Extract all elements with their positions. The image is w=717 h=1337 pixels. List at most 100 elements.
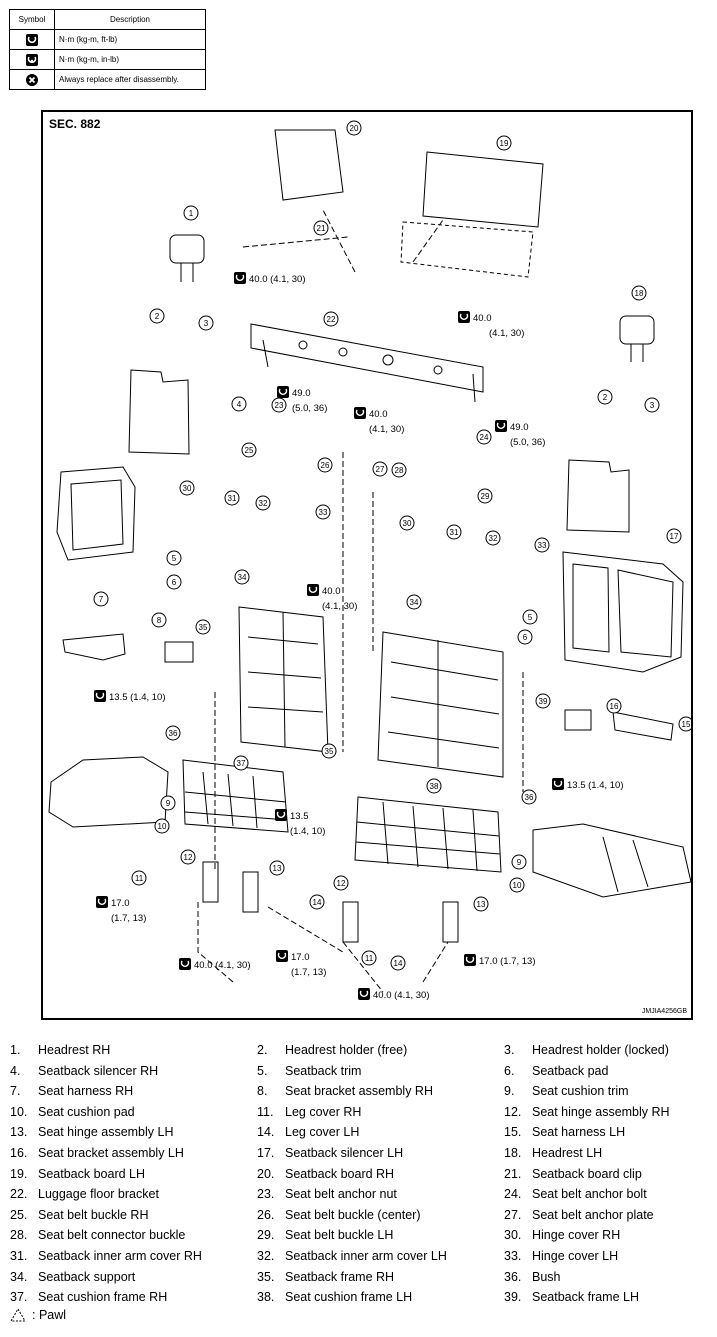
parts-list-item: 5.Seatback trim bbox=[257, 1061, 504, 1082]
svg-text:(1.4, 10): (1.4, 10) bbox=[290, 826, 325, 837]
part-label: Seatback inner arm cover LH bbox=[285, 1248, 447, 1263]
callout-11: 11 bbox=[361, 950, 377, 966]
torque-icon bbox=[494, 419, 508, 433]
part-label: Seat belt buckle RH bbox=[38, 1207, 149, 1222]
part-label: Seatback silencer RH bbox=[38, 1063, 159, 1078]
part-label: Hinge cover LH bbox=[532, 1248, 619, 1263]
part-number: 30. bbox=[504, 1228, 522, 1243]
luggage-floor-bracket-shape bbox=[250, 323, 484, 393]
torque-label-t40_mid_b: (4.1, 30) bbox=[369, 424, 404, 435]
part-number: 26. bbox=[257, 1207, 275, 1222]
parts-list-item: 15.Seat harness LH bbox=[504, 1122, 710, 1143]
svg-text:49.0: 49.0 bbox=[510, 422, 529, 433]
svg-text:9: 9 bbox=[166, 799, 171, 808]
part-number: 21. bbox=[504, 1166, 522, 1181]
torque-label-t40_right_a: 40.0 bbox=[457, 310, 492, 324]
svg-text:2: 2 bbox=[155, 312, 160, 321]
part-number: 5. bbox=[257, 1063, 268, 1078]
torque-icon bbox=[95, 895, 109, 909]
svg-text:5: 5 bbox=[528, 613, 533, 622]
part-number: 10. bbox=[10, 1104, 28, 1119]
torque-icon bbox=[551, 777, 565, 791]
part-label: Seat cushion trim bbox=[532, 1084, 629, 1099]
torque-label-t40_right_b: (4.1, 30) bbox=[489, 328, 524, 339]
diagram-drawing: 1234567891011121314151617181920212223242… bbox=[48, 120, 691, 1001]
callout-12: 12 bbox=[333, 875, 349, 891]
part-number: 20. bbox=[257, 1166, 275, 1181]
legend-header-symbol: Symbol bbox=[9, 9, 55, 30]
parts-list-item: 23.Seat belt anchor nut bbox=[257, 1184, 504, 1205]
part-number: 9. bbox=[504, 1084, 515, 1099]
parts-list-item: 35. Seatback frame RH bbox=[257, 1267, 504, 1288]
callout-36: 36 bbox=[521, 789, 537, 805]
callout-14: 14 bbox=[309, 894, 325, 910]
seat-cushion-lh-shape bbox=[532, 823, 691, 898]
torque-icon bbox=[275, 949, 289, 963]
svg-text:(1.7, 13): (1.7, 13) bbox=[111, 913, 146, 924]
callout-24: 24 bbox=[476, 429, 492, 445]
svg-text:12: 12 bbox=[184, 853, 193, 862]
callout-13: 13 bbox=[473, 896, 489, 912]
callout-25: 25 bbox=[241, 442, 257, 458]
parts-list-item: 32.Seatback inner arm cover LH bbox=[257, 1246, 504, 1267]
callout-36: 36 bbox=[165, 725, 181, 741]
callout-13: 13 bbox=[269, 860, 285, 876]
torque-label-t40_bottom_left: 40.0 (4.1, 30) bbox=[178, 957, 251, 971]
part-label: Leg cover RH bbox=[285, 1104, 362, 1119]
part-label: Hinge cover RH bbox=[532, 1228, 621, 1243]
torque-icon bbox=[93, 689, 107, 703]
svg-text:40.0: 40.0 bbox=[369, 409, 388, 420]
svg-text:29: 29 bbox=[481, 492, 490, 501]
parts-list-item: 36.Bush bbox=[504, 1267, 710, 1288]
svg-text:37: 37 bbox=[237, 759, 246, 768]
part-number: 33. bbox=[504, 1248, 522, 1263]
legend-desc-torque-ft: N·m (kg-m, ft-lb) bbox=[54, 29, 206, 50]
part-number: 37. bbox=[10, 1290, 28, 1305]
part-label: Seat belt anchor plate bbox=[532, 1207, 654, 1222]
seatback-board-rh-shape bbox=[274, 129, 344, 201]
svg-text:40.0 (4.1, 30): 40.0 (4.1, 30) bbox=[194, 960, 251, 971]
torque-label-t40_center_a: 40.0 bbox=[306, 583, 341, 597]
torque-label-t40_mid_a: 40.0 bbox=[353, 406, 388, 420]
part-label: Seat cushion frame LH bbox=[285, 1290, 413, 1305]
part-label: Seat belt buckle (center) bbox=[285, 1207, 421, 1222]
part-number: 17. bbox=[257, 1145, 275, 1160]
torque-small-icon bbox=[26, 53, 38, 66]
parts-list-item: 2.Headrest holder (free) bbox=[257, 1040, 504, 1061]
svg-text:17: 17 bbox=[670, 532, 679, 541]
parts-list-item: 20. Seatback board RH bbox=[257, 1164, 504, 1185]
part-number: 24. bbox=[504, 1187, 522, 1202]
svg-text:13.5 (1.4, 10): 13.5 (1.4, 10) bbox=[109, 692, 166, 703]
part-number: 12. bbox=[504, 1104, 522, 1119]
legend-desc-replace: Always replace after disassembly. bbox=[54, 69, 206, 90]
part-number: 35. bbox=[257, 1269, 275, 1284]
parts-list-item: 19.Seatback board LH bbox=[10, 1164, 257, 1185]
part-number: 19. bbox=[10, 1166, 28, 1181]
callout-32: 32 bbox=[485, 530, 501, 546]
parts-list-item: 11.Leg cover RH bbox=[257, 1102, 504, 1123]
svg-text:35: 35 bbox=[199, 623, 208, 632]
part-label: Seat belt connector buckle bbox=[38, 1228, 186, 1243]
part-label: Seat bracket assembly LH bbox=[38, 1145, 184, 1160]
part-number: 18. bbox=[504, 1145, 522, 1160]
svg-text:33: 33 bbox=[538, 541, 547, 550]
always-replace-icon bbox=[26, 73, 38, 86]
svg-text:(1.7, 13): (1.7, 13) bbox=[291, 967, 326, 978]
torque-icon bbox=[306, 583, 320, 597]
parts-list-item: 17.Seatback silencer LH bbox=[257, 1143, 504, 1164]
torque-label-t135_mid_b: (1.4, 10) bbox=[290, 826, 325, 837]
callout-39: 39 bbox=[535, 693, 551, 709]
part-label: Seatback frame RH bbox=[285, 1269, 395, 1284]
torque-label-t49_right_a: 49.0 bbox=[494, 419, 529, 433]
torque-label-t17_mid_a: 17.0 bbox=[275, 949, 310, 963]
parts-list-item: 16.Seat bracket assembly LH bbox=[10, 1143, 257, 1164]
callout-35: 35 bbox=[195, 619, 211, 635]
part-label: Seatback board RH bbox=[285, 1166, 395, 1181]
seat-cushion-frame-lh-shape bbox=[354, 796, 502, 873]
parts-list-item: 18.Headrest LH bbox=[504, 1143, 710, 1164]
callout-27: 27 bbox=[372, 461, 388, 477]
part-label: Seat cushion frame RH bbox=[38, 1290, 168, 1305]
callout-30: 30 bbox=[179, 480, 195, 496]
svg-text:30: 30 bbox=[403, 519, 412, 528]
